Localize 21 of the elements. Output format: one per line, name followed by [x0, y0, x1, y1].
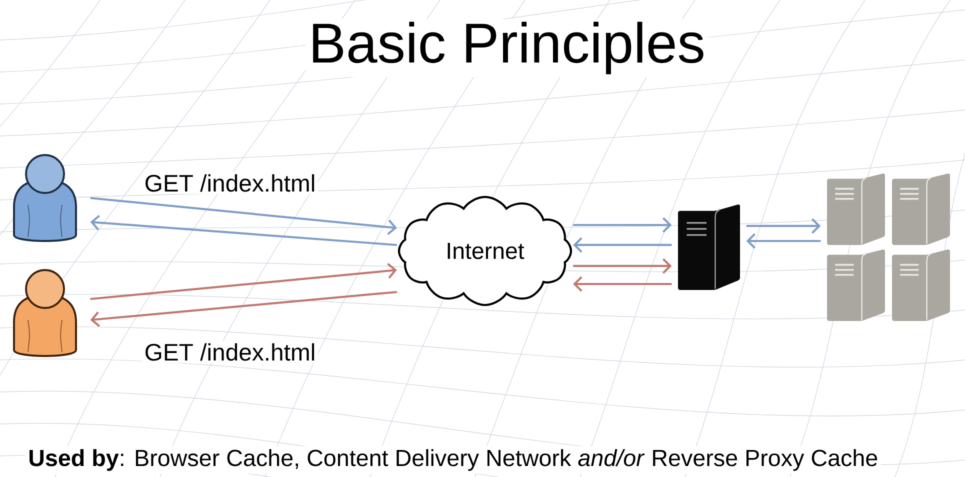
edge-label: GET /index.html	[142, 172, 318, 194]
arrow	[746, 218, 821, 234]
server-icon	[892, 173, 950, 245]
arrow	[573, 237, 672, 253]
edge-label: GET /index.html	[142, 341, 318, 363]
server-icon	[827, 249, 885, 321]
server-icon	[827, 173, 885, 245]
arrow	[573, 217, 672, 233]
person-icon	[13, 154, 77, 242]
title: Basic Principles	[306, 18, 708, 78]
caption: Used by: Browser Cache, Content Delivery Network and/or Reverse Proxy Cache	[25, 446, 882, 474]
server-icon	[892, 249, 950, 321]
arrow	[90, 214, 398, 246]
arrow	[90, 196, 397, 235]
arrow	[90, 262, 397, 300]
arrow	[573, 258, 672, 274]
arrow	[90, 290, 398, 328]
person-icon	[13, 269, 77, 357]
server-icon	[678, 204, 740, 290]
arrow	[746, 233, 821, 249]
arrow	[573, 276, 672, 292]
